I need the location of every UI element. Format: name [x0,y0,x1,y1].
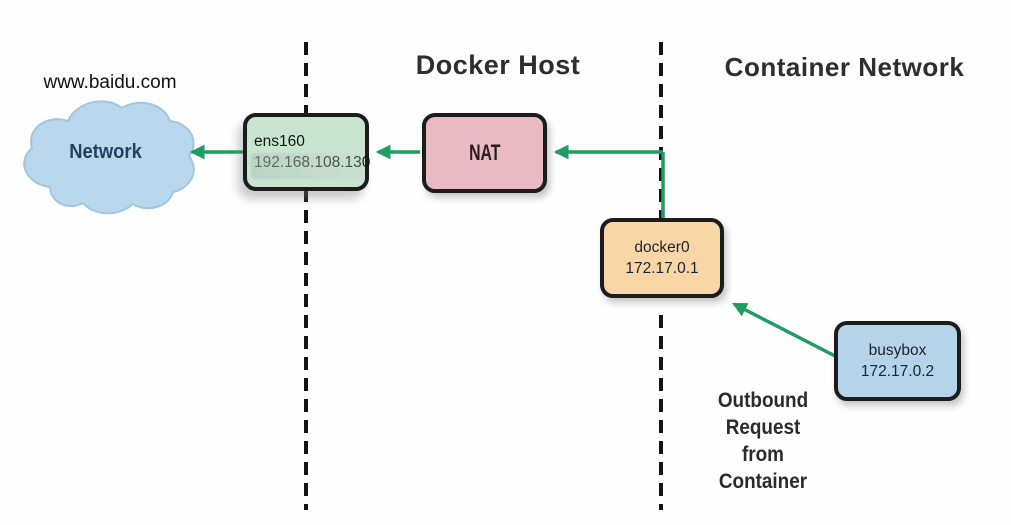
redaction-smudge [251,153,363,179]
docker0-name: docker0 [634,239,690,256]
annotation-line-1: Outbound [717,389,809,412]
nat-label: NAT [468,140,501,165]
annotation-line-2: Request [725,416,801,439]
outbound-request-annotation: Outbound Request from Container [696,387,831,495]
dashed-line-notch [648,298,674,315]
network-cloud-label: Network [69,141,142,163]
ens160-name: ens160 [254,133,305,150]
busybox-ip: 172.17.0.2 [860,363,935,380]
node-ens160: ens160 192.168.108.130 [243,113,370,191]
node-docker0: docker0 172.17.0.1 [600,218,724,298]
annotation-line-3: from Container [718,443,808,493]
node-nat: NAT [422,113,547,193]
external-domain-label: www.baidu.com [43,68,177,98]
node-busybox: busybox 172.17.0.2 [834,321,961,401]
container-network-zone-title: Container Network [724,52,965,82]
network-cloud [23,100,195,215]
docker-host-zone-title: Docker Host [415,50,581,80]
docker0-ip: 172.17.0.1 [625,260,699,277]
busybox-name: busybox [868,342,927,359]
arrow-busybox-to-docker0 [732,302,838,359]
